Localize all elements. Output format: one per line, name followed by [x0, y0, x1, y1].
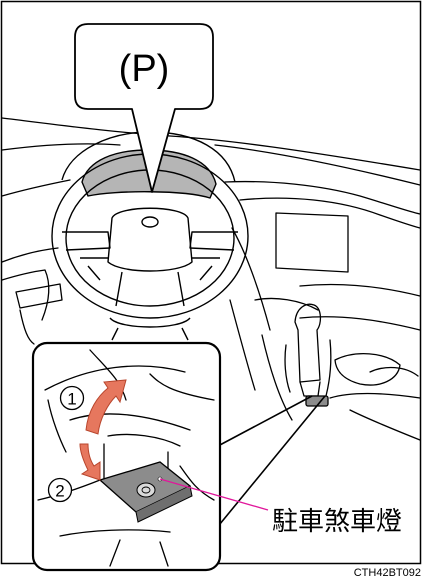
parking-brake-indicator-symbol: (P)	[119, 48, 170, 90]
step-number-2: 2	[55, 482, 64, 501]
figure-code: CTH42BT092	[354, 567, 421, 579]
parking-brake-light-label: 駐車煞車燈	[272, 507, 402, 537]
parking-brake-switch	[137, 483, 155, 497]
step-number-1: 1	[67, 390, 76, 409]
zoom-inset: 1 2	[33, 343, 220, 570]
step-marker-2: 2	[49, 479, 72, 502]
step-marker-1: 1	[61, 387, 84, 410]
